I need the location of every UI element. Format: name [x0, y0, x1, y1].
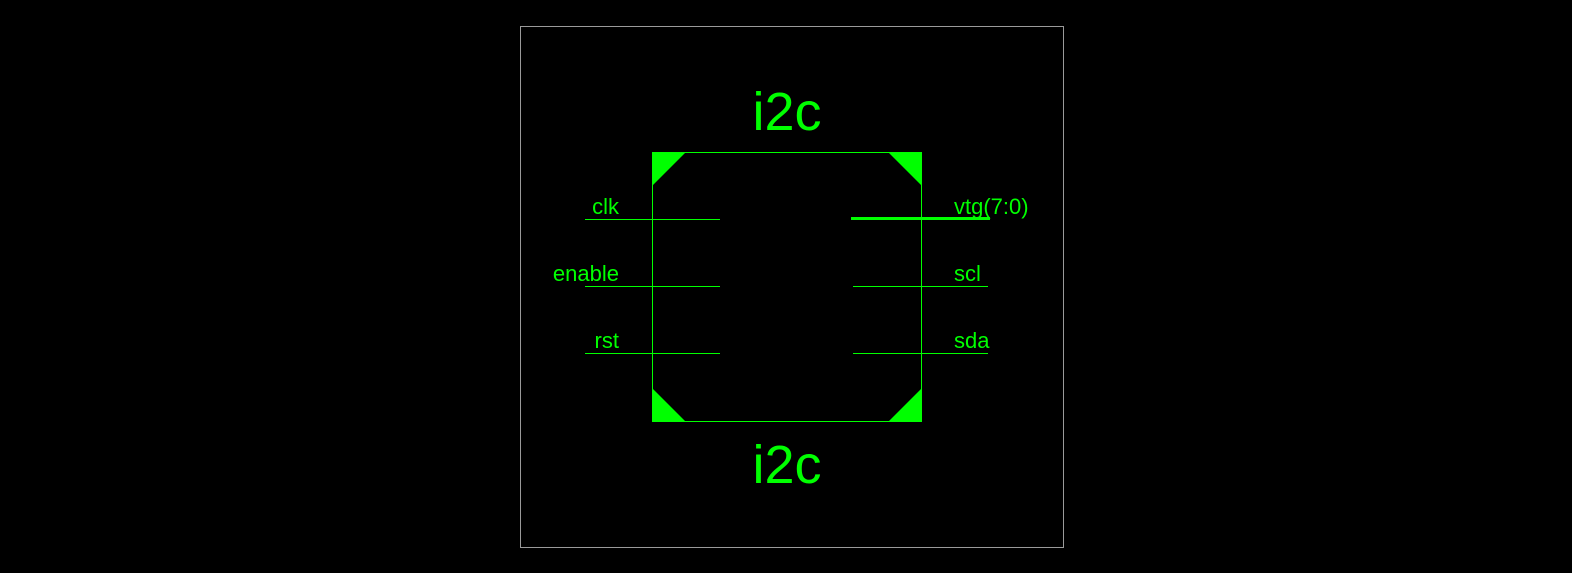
output-pin-sda[interactable]: sda — [853, 328, 990, 354]
corner-marker-top-right — [888, 152, 922, 186]
i2c-symbol[interactable] — [652, 152, 922, 422]
symbol-title-top: i2c — [752, 82, 821, 142]
pin-label: enable — [553, 261, 619, 286]
output-pin-scl[interactable]: scl — [853, 261, 988, 287]
pin-label: sda — [954, 328, 990, 353]
pin-label: clk — [592, 194, 620, 219]
corner-marker-bottom-left — [652, 388, 686, 422]
corner-marker-top-left — [652, 152, 686, 186]
sheet-frame — [520, 26, 1064, 548]
input-pin-enable[interactable]: enable — [553, 261, 720, 287]
pin-label: vtg(7:0) — [954, 194, 1029, 219]
output-pin-vtg-bus[interactable]: vtg(7:0) — [851, 194, 1029, 220]
corner-marker-bottom-right — [888, 388, 922, 422]
input-pin-rst[interactable]: rst — [585, 328, 720, 354]
symbol-title-bottom: i2c — [752, 435, 821, 495]
pin-label: scl — [954, 261, 981, 286]
pin-label: rst — [595, 328, 619, 353]
input-pin-clk[interactable]: clk — [585, 194, 720, 220]
